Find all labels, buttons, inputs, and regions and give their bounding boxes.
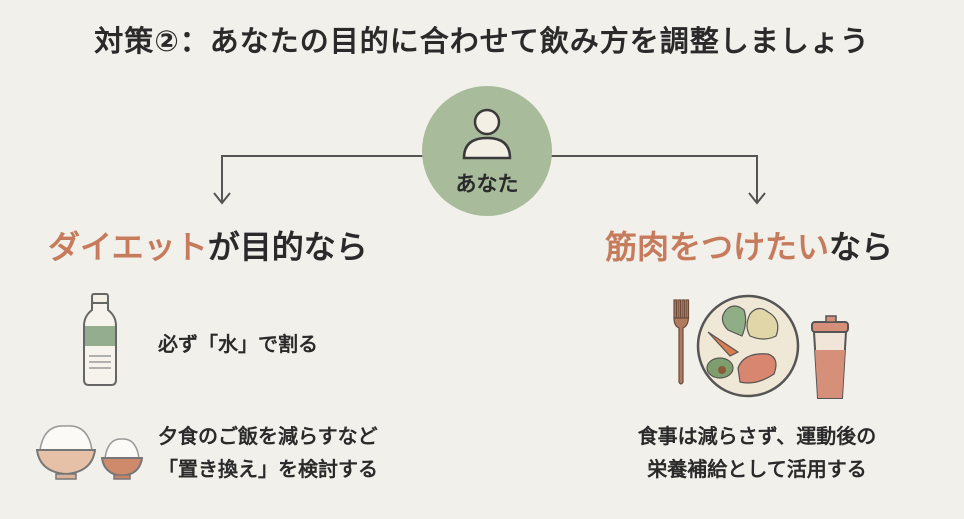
diet-heading-accent: ダイエット (48, 228, 208, 266)
diet-item-rice-line2: 「置き換え」を検討する (158, 457, 378, 481)
meal-plate-shaker-icon (673, 294, 849, 399)
you-label: あなた (455, 172, 519, 196)
water-bottle-icon (83, 293, 117, 386)
shaker-icon (811, 315, 849, 399)
fork-icon (673, 299, 690, 385)
diet-item-water: 必ず「水」で割る (158, 332, 318, 356)
muscle-item-line1: 食事は減らさず、運動後の (637, 424, 877, 448)
diet-heading: ダイエットが目的なら (48, 222, 368, 268)
person-icon (462, 108, 512, 160)
muscle-item-line2: 栄養補給として活用する (647, 457, 867, 481)
muscle-heading-accent: 筋肉をつけたい (605, 228, 830, 266)
plate-icon (696, 294, 800, 398)
muscle-item-meal: 食事は減らさず、運動後の 栄養補給として活用する (600, 420, 914, 486)
diet-heading-rest: が目的なら (207, 228, 368, 266)
muscle-heading: 筋肉をつけたいなら (605, 222, 893, 268)
page-title: 対策②：あなたの目的に合わせて飲み方を調整しましょう (94, 24, 870, 58)
rice-bowls-icon (35, 425, 144, 480)
diet-item-rice-line1: 夕食のご飯を減らすなど (158, 424, 378, 448)
muscle-heading-rest: なら (829, 228, 894, 266)
diet-item-rice: 夕食のご飯を減らすなど 「置き換え」を検討する (158, 420, 378, 486)
